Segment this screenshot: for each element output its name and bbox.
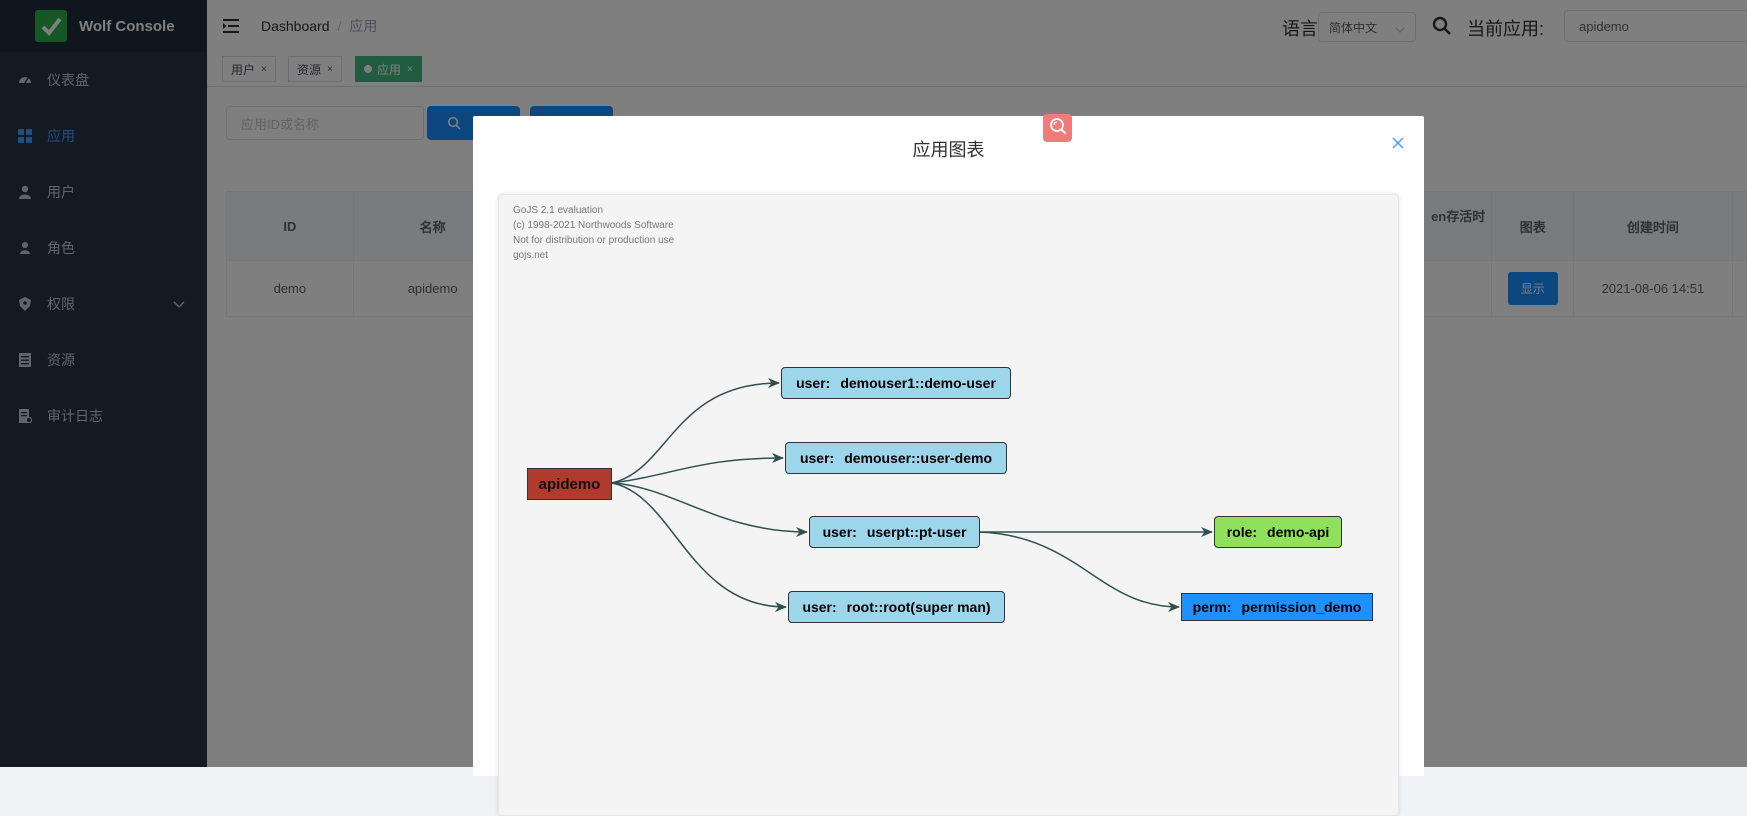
node-label: demouser::user-demo xyxy=(844,450,993,466)
watermark-line: (c) 1998-2021 Northwoods Software xyxy=(513,220,674,231)
link-user3-perm xyxy=(977,531,1180,612)
search-icon xyxy=(1049,117,1067,140)
gojs-watermark: GoJS 2.1 evaluation (c) 1998-2021 Northw… xyxy=(513,203,674,263)
node-kind: user: xyxy=(796,375,831,391)
perm-node[interactable]: perm: permission_demo xyxy=(1181,593,1373,621)
watermark-line: Not for distribution or production use xyxy=(513,235,675,246)
watermark-line: gojs.net xyxy=(513,250,549,261)
close-icon[interactable] xyxy=(1392,136,1404,154)
user-node[interactable]: user: userpt::pt-user xyxy=(809,516,980,548)
dialog-title: 应用图表 xyxy=(912,140,985,160)
link-app-user4 xyxy=(611,482,787,612)
node-label: userpt::pt-user xyxy=(866,524,967,540)
node-label: demo-api xyxy=(1267,524,1330,540)
link-app-user2 xyxy=(611,453,784,484)
node-kind: role: xyxy=(1226,524,1258,540)
app-node[interactable]: apidemo xyxy=(527,468,612,500)
node-label: permission_demo xyxy=(1241,599,1362,615)
diagram-canvas[interactable]: GoJS 2.1 evaluation (c) 1998-2021 Northw… xyxy=(498,194,1399,816)
user-node[interactable]: user: demouser::user-demo xyxy=(785,442,1007,474)
node-label: demouser1::demo-user xyxy=(840,375,996,391)
link-app-user1 xyxy=(611,378,780,484)
diagram-links xyxy=(611,378,1213,612)
user-node[interactable]: user: root::root(super man) xyxy=(788,591,1005,623)
node-kind: user: xyxy=(802,599,837,615)
node-label: root::root(super man) xyxy=(846,599,991,615)
node-kind: perm: xyxy=(1192,599,1232,615)
link-app-user3 xyxy=(611,482,808,537)
node-kind: user: xyxy=(822,524,857,540)
role-node[interactable]: role: demo-api xyxy=(1214,516,1342,548)
app-chart-dialog: 应用图表 GoJS 2.1 evaluation (c) 1998-2021 N… xyxy=(473,116,1424,816)
node-kind: user: xyxy=(799,450,835,466)
user-node[interactable]: user: demouser1::demo-user xyxy=(781,367,1011,399)
watermark-line: GoJS 2.1 evaluation xyxy=(513,205,604,216)
app-node-label: apidemo xyxy=(538,475,601,493)
floating-search-button[interactable] xyxy=(1043,114,1072,142)
